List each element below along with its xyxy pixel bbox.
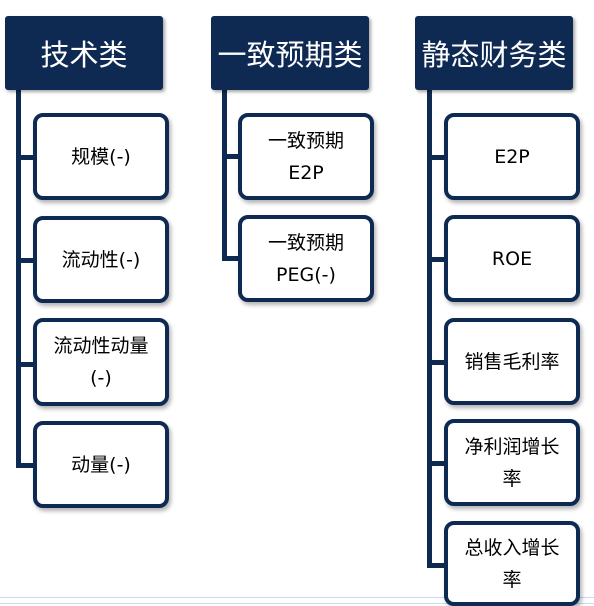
connector-line [222, 256, 240, 261]
category-header-technical: 技术类 [5, 16, 163, 90]
factor-box-net-profit-growth: 净利润增长 率 [444, 419, 580, 506]
connector-line [16, 155, 35, 160]
connector-line [16, 362, 35, 367]
factor-box-revenue-growth: 总收入增长 率 [444, 521, 580, 606]
factor-box-momentum: 动量(-) [33, 421, 169, 508]
connector-line [16, 89, 21, 466]
connector-line [16, 463, 35, 468]
factor-box-e2p: E2P [444, 113, 580, 200]
connector-line [427, 563, 446, 568]
connector-line [427, 360, 446, 365]
connector-line [222, 154, 240, 159]
bottom-line [0, 603, 594, 604]
category-header-consensus: 一致预期类 [211, 16, 369, 90]
factor-box-size: 规模(-) [33, 113, 169, 200]
factor-box-liquidity: 流动性(-) [33, 216, 169, 303]
connector-line [427, 89, 432, 567]
connector-line [427, 257, 446, 262]
connector-line [427, 155, 446, 160]
bottom-line [0, 597, 594, 598]
factor-box-liquidity-momentum: 流动性动量 (-) [33, 318, 169, 406]
connector-line [16, 258, 35, 263]
connector-line [222, 89, 227, 261]
factor-box-gross-margin: 销售毛利率 [444, 318, 580, 405]
factor-box-consensus-peg: 一致预期 PEG(-) [238, 215, 374, 302]
factor-box-roe: ROE [444, 215, 580, 302]
connector-line [427, 461, 446, 466]
factor-box-consensus-e2p: 一致预期 E2P [238, 113, 374, 200]
category-header-static-financial: 静态财务类 [415, 16, 573, 90]
